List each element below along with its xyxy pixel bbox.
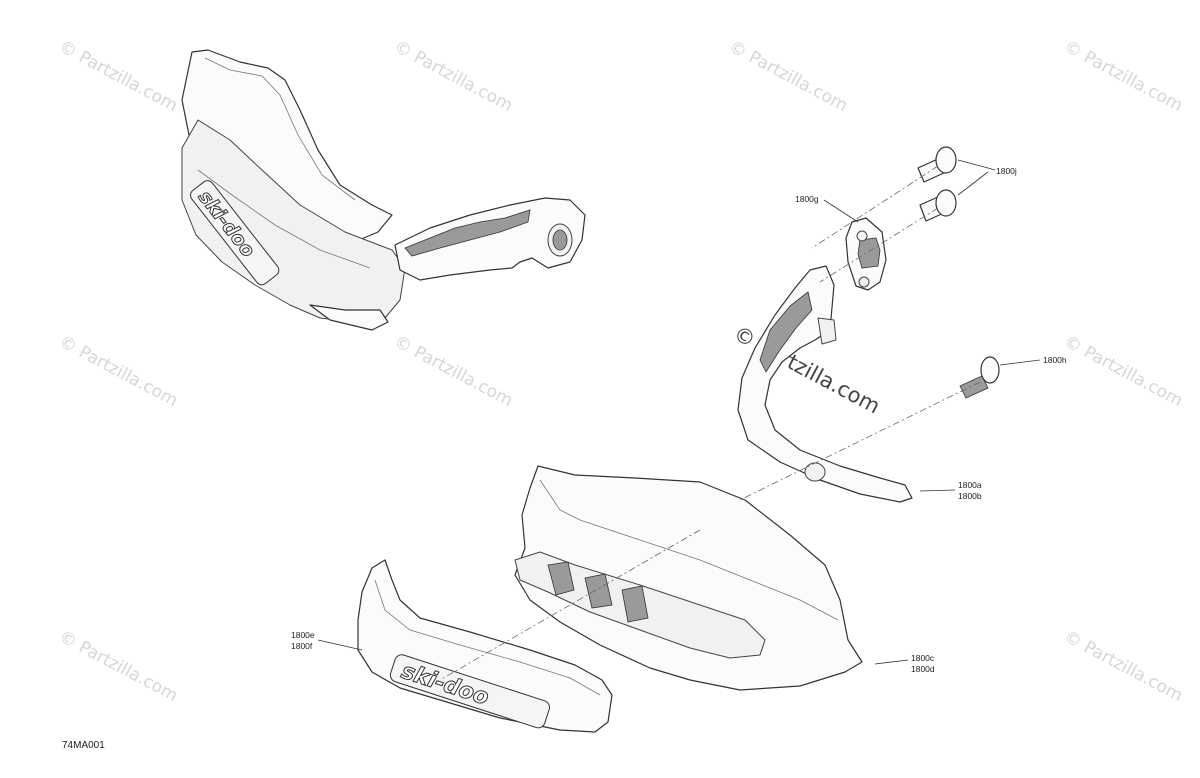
callout-1800g: 1800g (795, 194, 819, 204)
callout-1800d: 1800d (911, 664, 935, 674)
watermark: © Partzilla.com (726, 37, 851, 116)
bolt-1800j-upper (917, 146, 957, 183)
watermark: © Partzilla.com (56, 37, 181, 116)
watermark: © Partzilla.com (391, 332, 516, 411)
watermark: © Partzilla.com (1061, 37, 1186, 116)
figure-code: 74MA001 (62, 740, 105, 751)
watermark: © Partzilla.com (1061, 332, 1186, 411)
callout-1800e: 1800e (291, 630, 315, 640)
bolt-1800j-lower (919, 189, 957, 222)
clamp-1800g (845, 217, 887, 291)
callout-labels: 1800j 1800g 1800h 1800a 1800b 1800c 1800… (291, 166, 1067, 674)
watermark: © Partzilla.com (1061, 627, 1186, 706)
watermark: © Partzilla.com (56, 332, 181, 411)
callout-1800a: 1800a (958, 480, 982, 490)
callout-1800h: 1800h (1043, 355, 1067, 365)
assembly-lines (439, 165, 981, 681)
assembled-handguard: ski-doo (181, 49, 586, 331)
watermark: © Partzilla.com (56, 627, 181, 706)
leader-lines (317, 159, 1041, 665)
callout-1800j: 1800j (996, 166, 1017, 176)
callout-1800b: 1800b (958, 491, 982, 501)
bracket-1800a (737, 265, 913, 503)
callout-1800f: 1800f (291, 641, 313, 651)
watermark: © Partzilla.com (391, 37, 516, 116)
shield-1800c (514, 465, 863, 691)
callout-1800c: 1800c (911, 653, 935, 663)
screw-1800h (959, 356, 1000, 399)
